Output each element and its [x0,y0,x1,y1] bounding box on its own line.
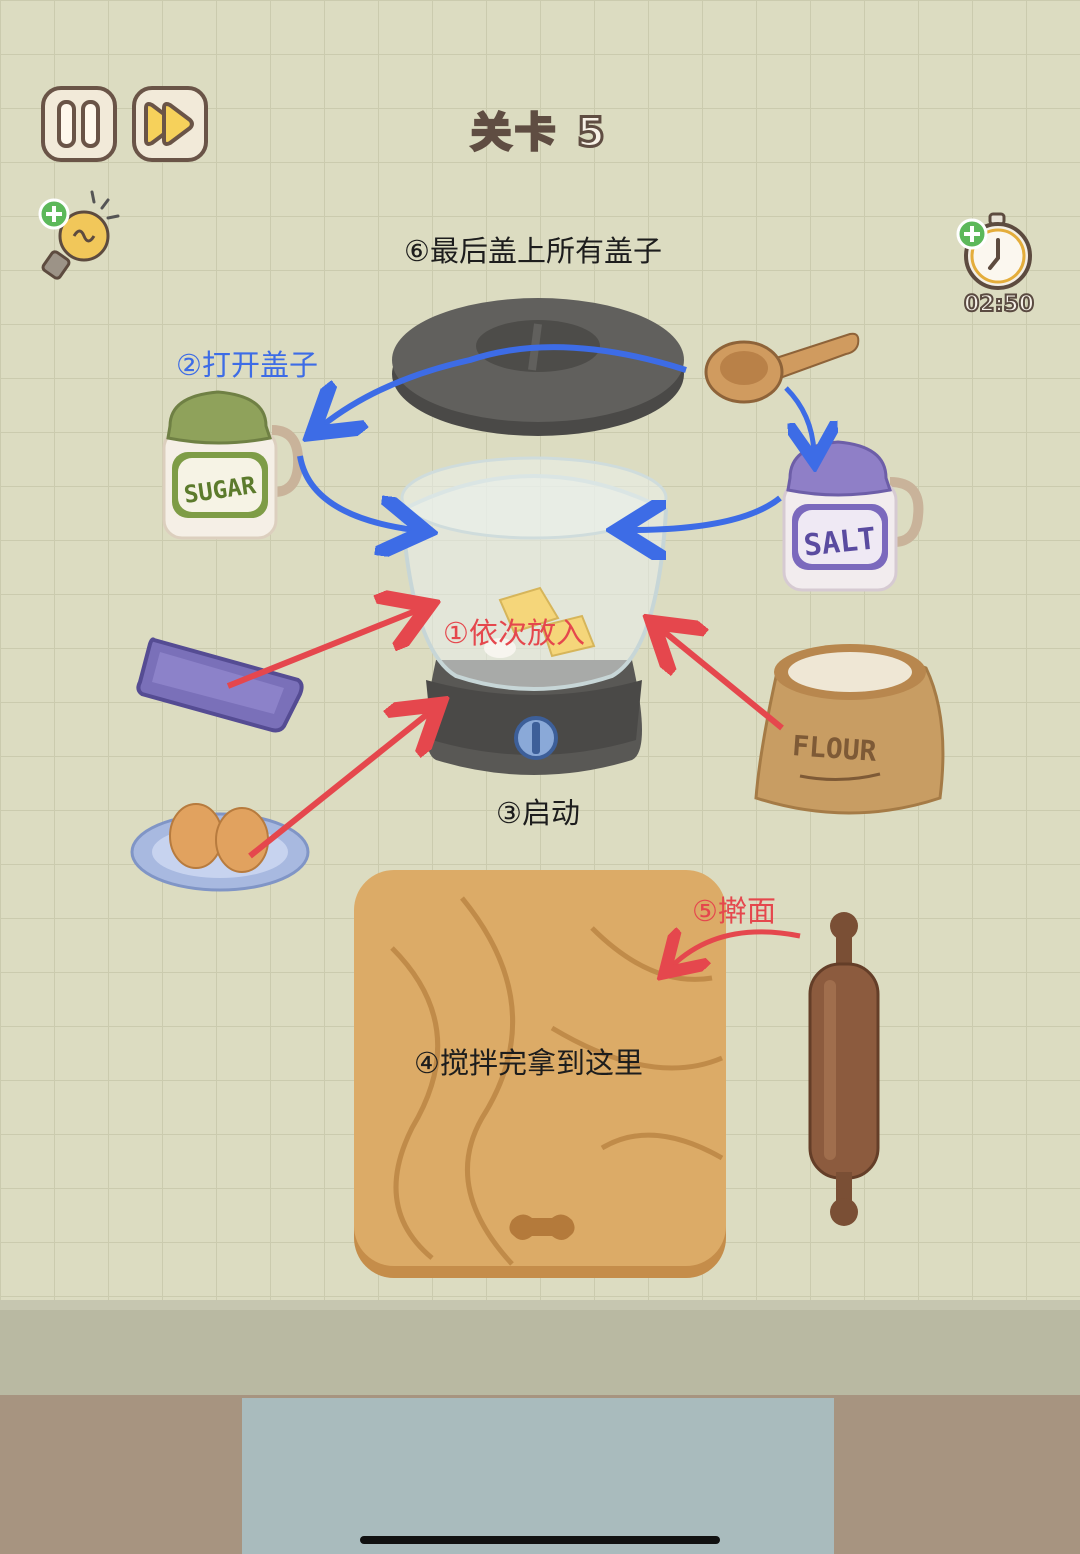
pause-button[interactable] [41,86,117,162]
pause-icon [57,100,100,148]
measuring-scoop[interactable] [700,318,862,410]
annotation-step1: ①依次放入 [443,616,585,650]
arrow-lid-to-sugar [322,344,687,426]
blender[interactable] [396,450,672,784]
arrow-rollingpin-to-board [672,932,801,966]
arrow-flour-to-blender [662,630,784,731]
salt-jar[interactable]: SALT [776,436,926,594]
home-indicator [360,1536,720,1544]
stopwatch-add-icon[interactable] [952,212,1038,292]
counter-top [0,1300,1080,1400]
arrow-salt-to-blender [630,495,782,530]
lightbulb-hint-icon[interactable] [34,186,124,286]
drawer-panel [242,1398,834,1554]
flour-sack[interactable]: FLOUR [750,628,950,824]
annotation-step4: ④搅拌完拿到这里 [414,1046,643,1080]
arrow-sugar-to-blender [297,455,414,530]
flour-label: FLOUR [791,729,878,768]
annotation-step6: ⑥最后盖上所有盖子 [404,234,662,268]
blender-lid[interactable] [390,288,686,440]
arrow-eggs-to-blender [248,712,430,859]
annotation-step2: ②打开盖子 [176,348,318,382]
rolling-pin[interactable] [804,910,884,1228]
arrow-butter-to-blender [226,610,418,689]
countdown-timer: 02:50 [963,291,1035,318]
level-title: 关卡 5 [470,109,609,158]
butter-tray[interactable] [134,632,306,736]
egg-plate[interactable] [130,800,310,896]
salt-label: SALT [802,521,878,563]
fast-forward-icon [144,102,194,146]
cutting-board[interactable] [352,868,728,1280]
annotation-step5: ⑤擀面 [692,894,776,928]
fast-forward-button[interactable] [132,86,208,162]
sugar-jar[interactable]: SUGAR [158,386,304,544]
arrow-scoop-to-salt [784,386,814,452]
annotation-step3: ③启动 [496,796,580,830]
